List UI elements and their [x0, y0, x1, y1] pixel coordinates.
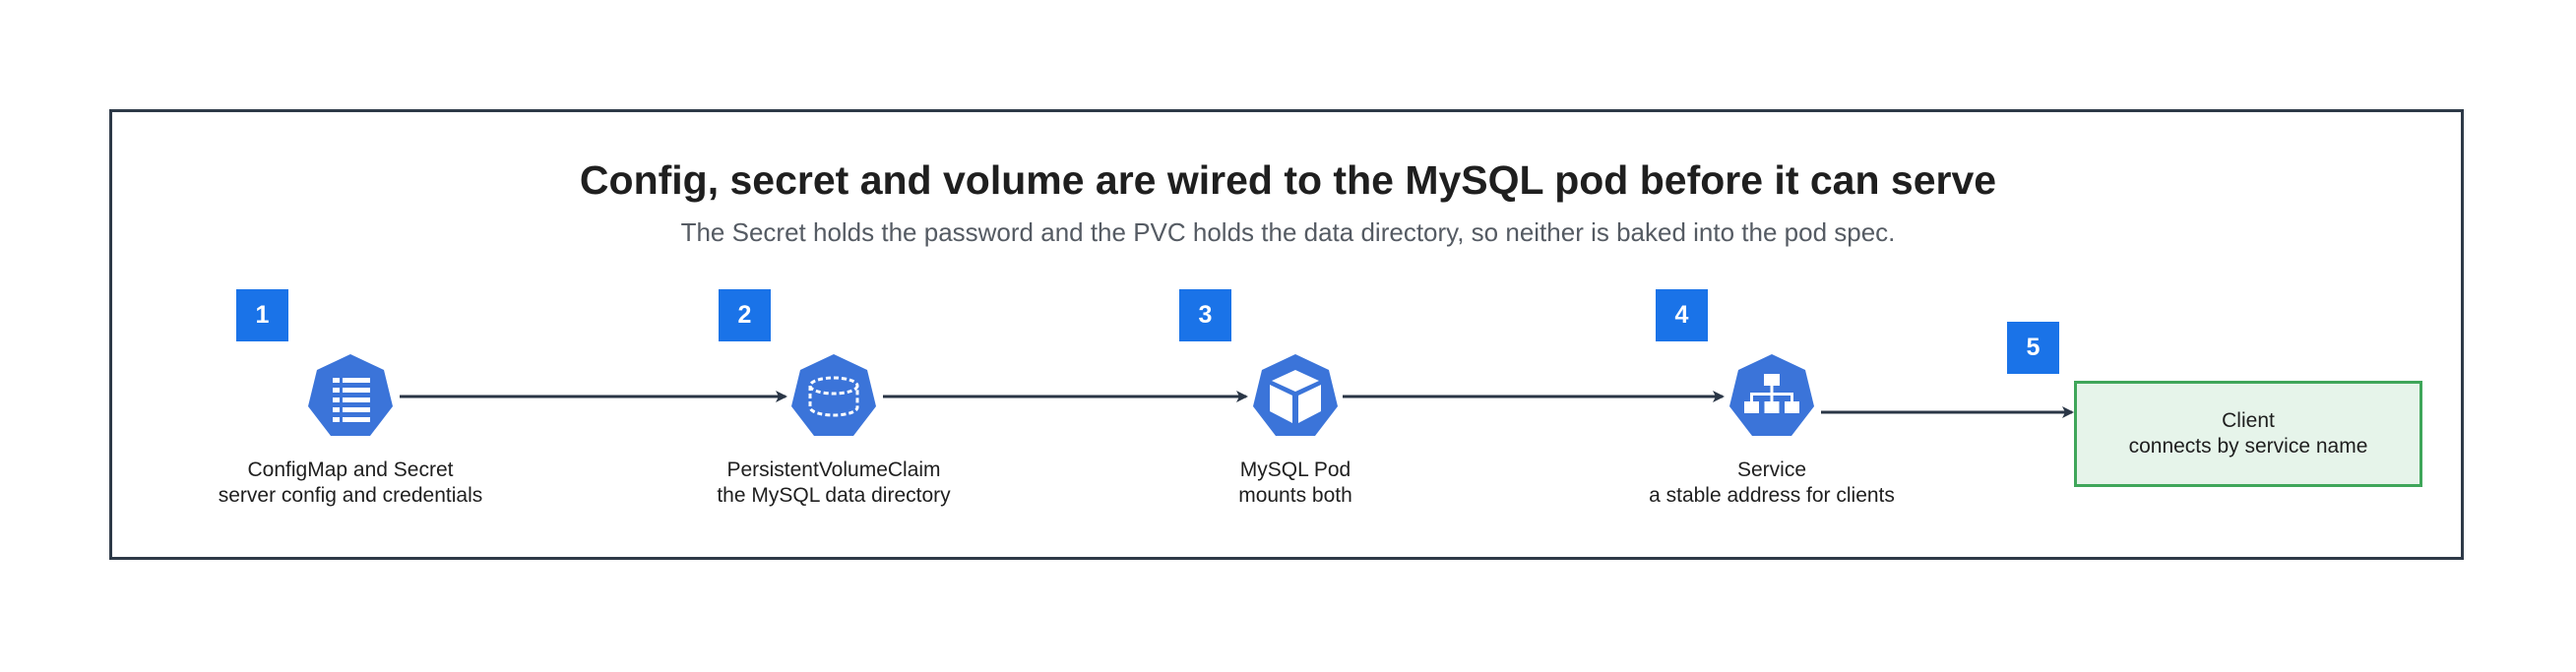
configmap-list-icon: [308, 354, 393, 436]
service-label: Service a stable address for clients: [1575, 458, 1969, 509]
step-badge-2: 2: [719, 289, 771, 341]
step-badge-5: 5: [2007, 322, 2059, 374]
diagram-subtitle: The Secret holds the password and the PV…: [680, 217, 1896, 247]
step-badge-1: 1: [236, 289, 288, 341]
pvc-label-title: PersistentVolumeClaim: [726, 458, 941, 481]
configmap-label-title: ConfigMap and Secret: [247, 458, 454, 481]
diagram-frame: [109, 109, 2464, 560]
diagram-title: Config, secret and volume are wired to t…: [579, 157, 1997, 203]
pod-label: MySQL Pod mounts both: [1099, 458, 1492, 509]
service-label-title: Service: [1736, 458, 1807, 481]
pod-label-title: MySQL Pod: [1239, 458, 1351, 481]
client-box: Client connects by service name: [2074, 381, 2422, 487]
step-badge-4: 4: [1656, 289, 1708, 341]
volume-cylinder-icon: [791, 354, 876, 436]
client-title: Client: [2222, 409, 2275, 432]
service-label-desc: a stable address for clients: [1649, 484, 1895, 507]
configmap-label: ConfigMap and Secret server config and c…: [154, 458, 547, 509]
configmap-label-desc: server config and credentials: [218, 484, 483, 507]
pod-label-desc: mounts both: [1238, 484, 1352, 507]
pod-cube-icon: [1253, 354, 1338, 436]
step-badge-3: 3: [1179, 289, 1231, 341]
service-network-icon: [1729, 354, 1814, 436]
pvc-label: PersistentVolumeClaim the MySQL data dir…: [637, 458, 1031, 509]
client-desc: connects by service name: [2128, 435, 2368, 458]
pvc-label-desc: the MySQL data directory: [717, 484, 951, 507]
